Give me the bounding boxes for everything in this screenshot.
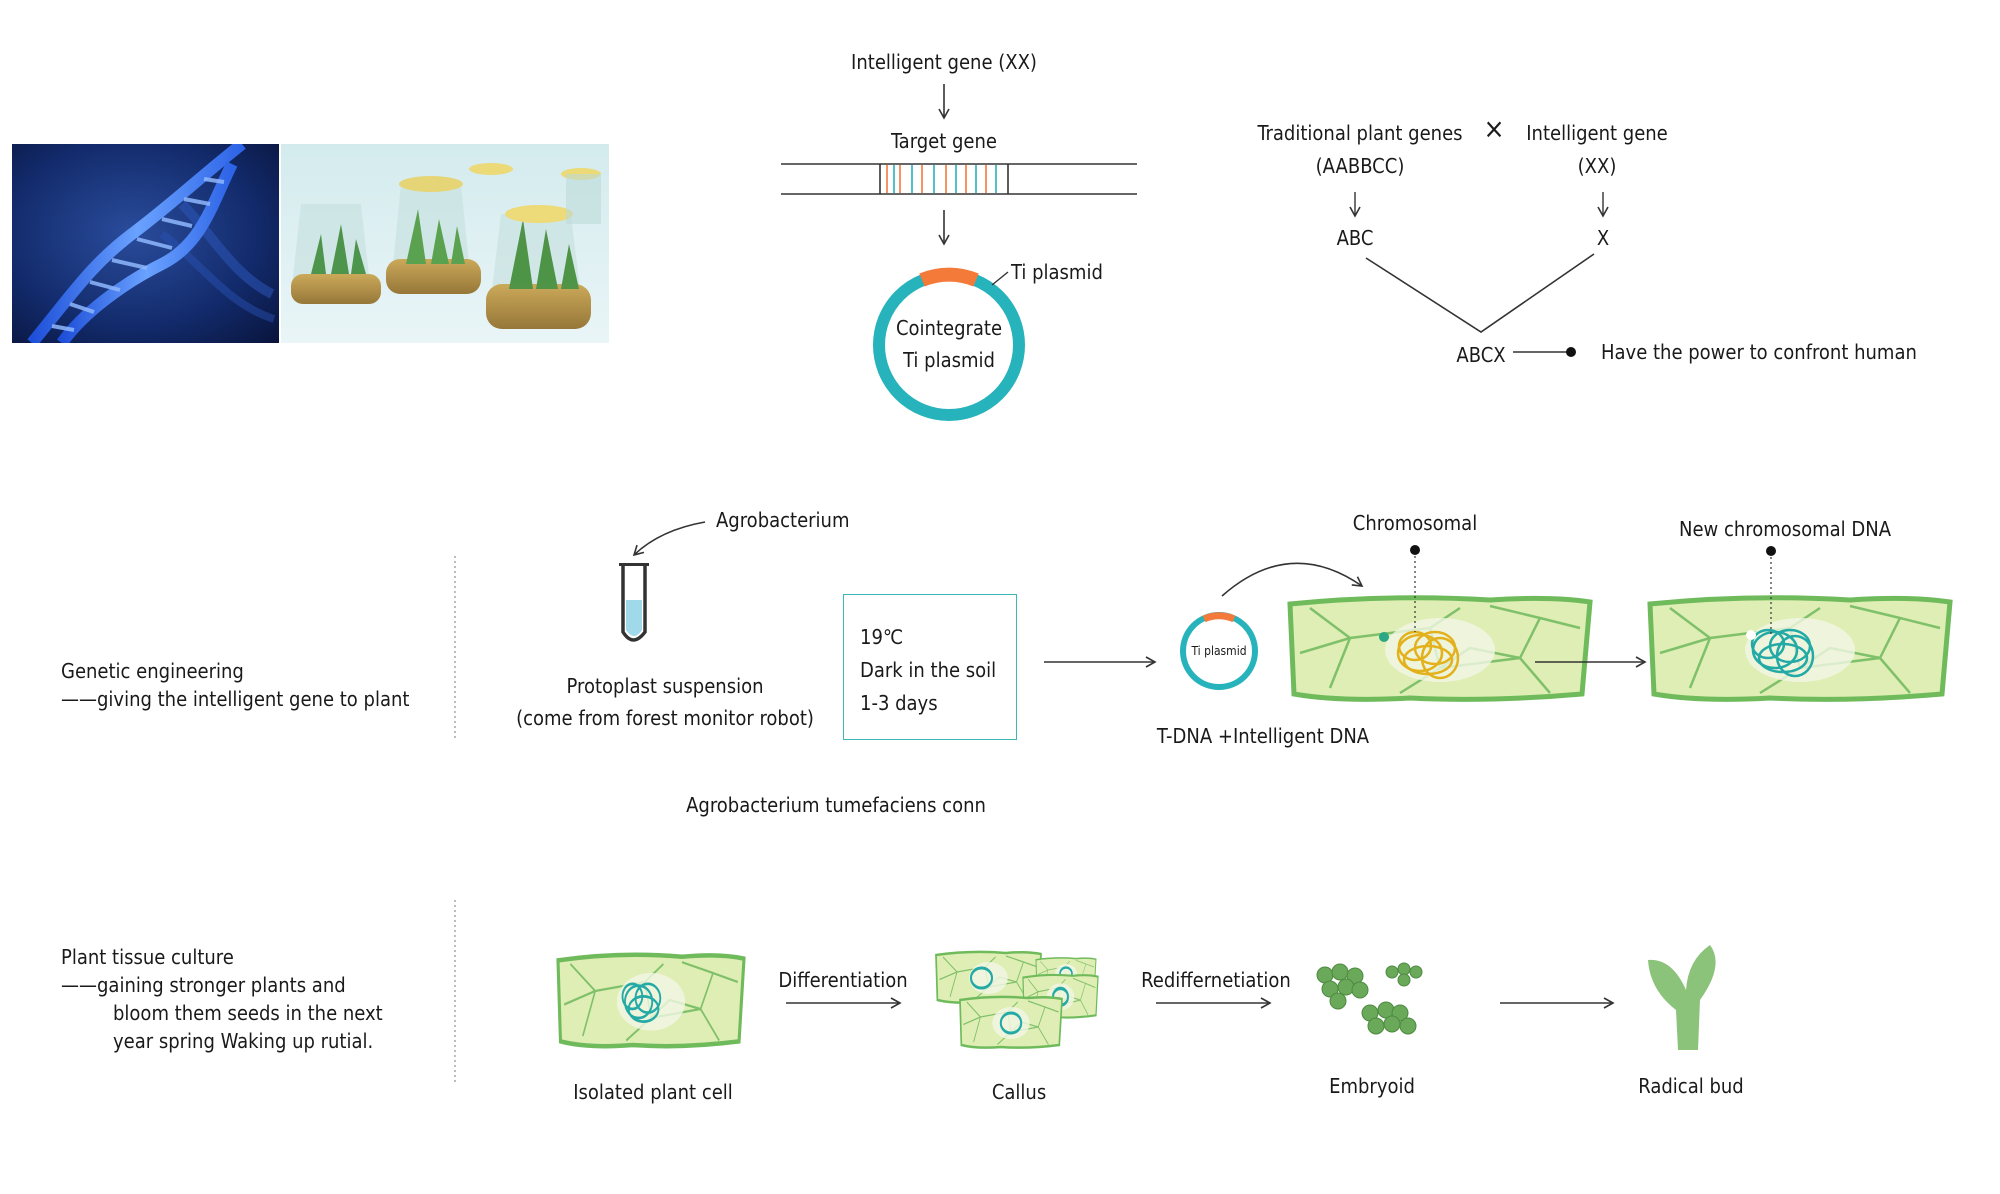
target-gene-strand: [781, 163, 1137, 195]
result-label: Have the power to confront human: [1601, 340, 1917, 364]
condition-dark: Dark in the soil: [860, 658, 997, 682]
chromosomal-pointer: [1410, 545, 1420, 632]
isolated-cell-label: Isolated plant cell: [573, 1080, 733, 1104]
insertion-arrow: [1221, 562, 1364, 597]
tissue-culture-flasks-photo: [281, 144, 609, 343]
test-tube-icon: [619, 563, 649, 642]
tdna-label: T-DNA +Intelligent DNA: [1156, 724, 1370, 748]
traditional-code-label: (AABBCC): [1315, 154, 1405, 178]
chromosomal-label: Chromosomal: [1352, 511, 1478, 535]
traditional-genes-label: Traditional plant genes: [1257, 121, 1463, 145]
embryoid-cluster: [1316, 962, 1423, 1035]
dna-helix-photo: [12, 144, 279, 343]
tissue-culture-desc-1: ——gaining stronger plants and: [61, 973, 346, 997]
redifferentiation-label: Rediffernetiation: [1141, 968, 1291, 992]
agrobacterium-label: Agrobacterium: [716, 508, 850, 532]
abcx-label: ABCX: [1456, 343, 1506, 367]
condition-temp: 19℃: [860, 625, 904, 649]
conditions-box: [843, 594, 1017, 740]
tissue-culture-desc-3: year spring Waking up rutial.: [113, 1029, 374, 1053]
radical-bud-label: Radical bud: [1638, 1074, 1744, 1098]
ti-plasmid-label: Ti plasmid: [1011, 260, 1103, 284]
radical-bud-icon: [1648, 945, 1716, 1050]
cointegrate-label-1: Cointegrate: [895, 316, 1003, 340]
new-dna-label: New chromosomal DNA: [1678, 517, 1892, 541]
tissue-culture-desc-2: bloom them seeds in the next: [113, 1001, 383, 1025]
tissue-culture-title: Plant tissue culture: [61, 945, 234, 969]
intelligent-gene-label: Intelligent gene (XX): [851, 50, 1037, 74]
plant-cell-chromosomal: [1290, 598, 1590, 700]
cointegrate-label-2: Ti plasmid: [903, 348, 995, 372]
protoplast-label-1: Protoplast suspension: [566, 674, 764, 698]
plant-cell-new-dna: [1650, 598, 1950, 700]
condition-days: 1-3 days: [860, 691, 938, 715]
callus-label: Callus: [991, 1080, 1047, 1104]
x-label: X: [1596, 226, 1610, 250]
cross-symbol: ×: [1483, 112, 1505, 145]
genetic-engineering-subtitle: ——giving the intelligent gene to plant: [61, 687, 410, 711]
protoplast-label-2: (come from forest monitor robot): [516, 706, 814, 730]
cross-arrows: [1349, 192, 1609, 357]
intelligent-code-label: (XX): [1577, 154, 1617, 178]
abc-label: ABC: [1336, 226, 1374, 250]
genetic-engineering-title: Genetic engineering: [61, 659, 244, 683]
cointegrate-plasmid: [873, 267, 1025, 421]
intelligent-gene-cross-label: Intelligent gene: [1526, 121, 1668, 145]
differentiation-label: Differentiation: [778, 968, 908, 992]
isolated-plant-cell: [558, 955, 744, 1046]
small-ti-plasmid: [1180, 612, 1258, 690]
callus-cluster: [934, 950, 1100, 1049]
agrobacterium-arrow: [632, 521, 706, 557]
target-gene-label: Target gene: [891, 129, 997, 153]
ti-plasmid-small-label: Ti plasmid: [1191, 644, 1247, 658]
agrobacterium-caption: Agrobacterium tumefaciens conn: [686, 793, 986, 817]
embryoid-label: Embryoid: [1329, 1074, 1415, 1098]
new-dna-pointer: [1766, 546, 1776, 634]
